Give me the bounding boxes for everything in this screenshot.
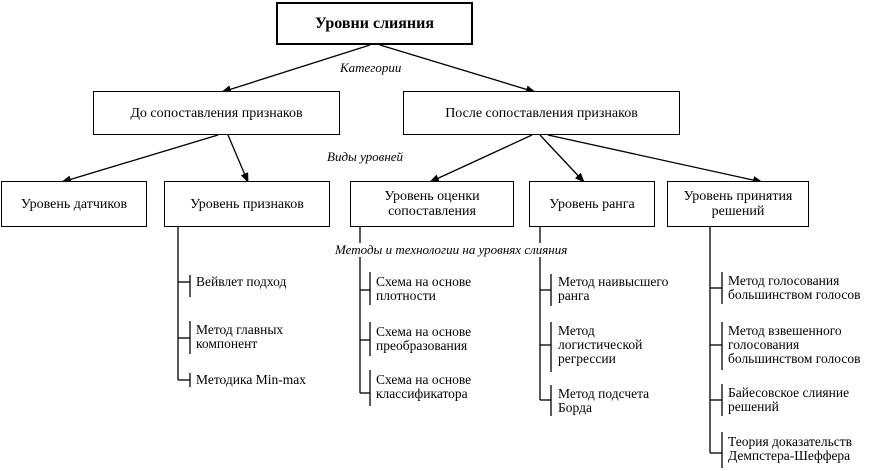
category-after-matching: После сопоставления признаков: [403, 91, 680, 135]
method-item: Метод голосования большинством голосов: [728, 273, 861, 302]
level-rank: Уровень ранга: [529, 181, 655, 227]
method-item: Метод главных компонент: [196, 322, 284, 351]
method-item: Метод логистической регрессии: [558, 323, 643, 366]
caption-level-types: Виды уровней: [325, 149, 406, 164]
method-item: Метод наивысшего ранга: [558, 274, 669, 303]
arrow-before-to-feature: [227, 134, 249, 183]
caption-categories: Категории: [338, 60, 404, 75]
level-sensor: Уровень датчиков: [1, 181, 147, 227]
method-item: Методика Min-max: [196, 372, 306, 387]
category-before-matching: До сопоставления признаков: [93, 91, 340, 135]
arrow-before-to-sensor: [61, 134, 219, 184]
method-item: Схема на основе классификатора: [376, 372, 472, 401]
level-decision: Уровень принятия решений: [667, 181, 809, 227]
arrow-root-to-before: [221, 44, 371, 94]
arrow-after-to-rank: [539, 134, 585, 183]
method-item: Метод взвешенного голосования большинств…: [728, 323, 861, 366]
level-feature: Уровень признаков: [164, 181, 330, 227]
arrow-root-to-after: [379, 44, 536, 94]
method-item: Метод подсчета Борда: [558, 386, 650, 415]
method-item: Схема на основе плотности: [376, 274, 472, 303]
method-item: Схема на основе преобразования: [376, 324, 472, 353]
caption-methods: Методы и технологии на уровнях слияния: [333, 242, 570, 257]
method-item: Теория доказательств Демпстера-Шеффера: [728, 434, 853, 463]
method-trees: [177, 227, 723, 468]
arrow-after-to-score: [429, 134, 533, 183]
method-item: Байесовское слияние решений: [728, 385, 850, 414]
root-node: Уровни слияния: [276, 2, 473, 45]
level-score: Уровень оценки сопоставления: [350, 181, 514, 227]
method-item: Вейвлет подход: [196, 274, 287, 289]
arrow-after-to-decision: [547, 134, 763, 184]
